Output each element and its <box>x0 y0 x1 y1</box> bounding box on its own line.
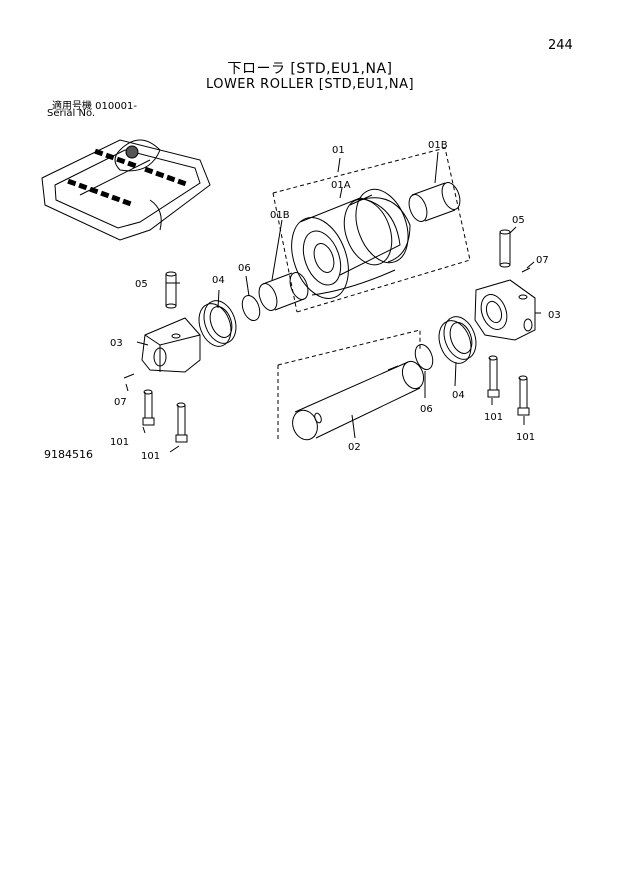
callout-05-left: 05 <box>135 279 148 290</box>
bolt-101-left-a <box>142 389 155 426</box>
callout-04-left: 04 <box>212 275 225 286</box>
callout-01: 01 <box>332 145 345 156</box>
callout-06-right: 06 <box>420 404 433 415</box>
floating-seal-04-right <box>438 316 477 364</box>
bushing-01b-left <box>258 272 309 311</box>
o-ring-06-right <box>414 343 434 371</box>
collar-03-left <box>141 317 201 373</box>
callout-04-right: 04 <box>452 390 465 401</box>
callout-101-right-b: 101 <box>516 432 535 443</box>
roller-body-01a <box>291 188 411 299</box>
callout-07-right: 07 <box>536 255 549 266</box>
plug-07-right <box>521 267 531 273</box>
callout-07-left: 07 <box>114 397 127 408</box>
callout-01b-left: 01B <box>270 210 290 221</box>
serial-applicable-label: 適用号機 010001- <box>52 101 137 112</box>
bolt-101-left-b <box>175 402 188 443</box>
plug-07-left <box>123 373 135 379</box>
o-ring-06-left <box>241 294 261 322</box>
title-japanese: 下ローラ [STD,EU1,NA] <box>227 61 393 77</box>
pin-05-right <box>499 229 511 268</box>
callout-101-left-a: 101 <box>110 437 129 448</box>
track-frame-thumbnail <box>41 139 211 241</box>
callout-02: 02 <box>348 442 361 453</box>
callout-01a: 01A <box>331 180 351 191</box>
shaft-02 <box>292 360 425 441</box>
callout-101-right-a: 101 <box>484 412 503 423</box>
bolt-101-right-a <box>487 355 500 398</box>
title-english: LOWER ROLLER [STD,EU1,NA] <box>205 77 415 92</box>
figure-code: 9184516 <box>44 448 93 461</box>
callout-05-right: 05 <box>512 215 525 226</box>
callout-03-left: 03 <box>110 338 123 349</box>
page-number: 244 <box>548 38 573 53</box>
leader-lines <box>125 151 541 453</box>
assembly-boundary <box>272 147 471 313</box>
callout-01b-top: 01B <box>428 140 448 151</box>
collar-03-right <box>474 279 536 341</box>
pin-05-left <box>165 271 177 309</box>
bushing-01b-right <box>408 182 461 222</box>
bolt-101-right-b <box>517 375 530 416</box>
callout-101-left-b: 101 <box>141 451 160 462</box>
callout-06-left: 06 <box>238 263 251 274</box>
floating-seal-04-left <box>198 300 237 347</box>
callout-03-right: 03 <box>548 310 561 321</box>
serial-number-label: Serial No. <box>47 108 96 119</box>
